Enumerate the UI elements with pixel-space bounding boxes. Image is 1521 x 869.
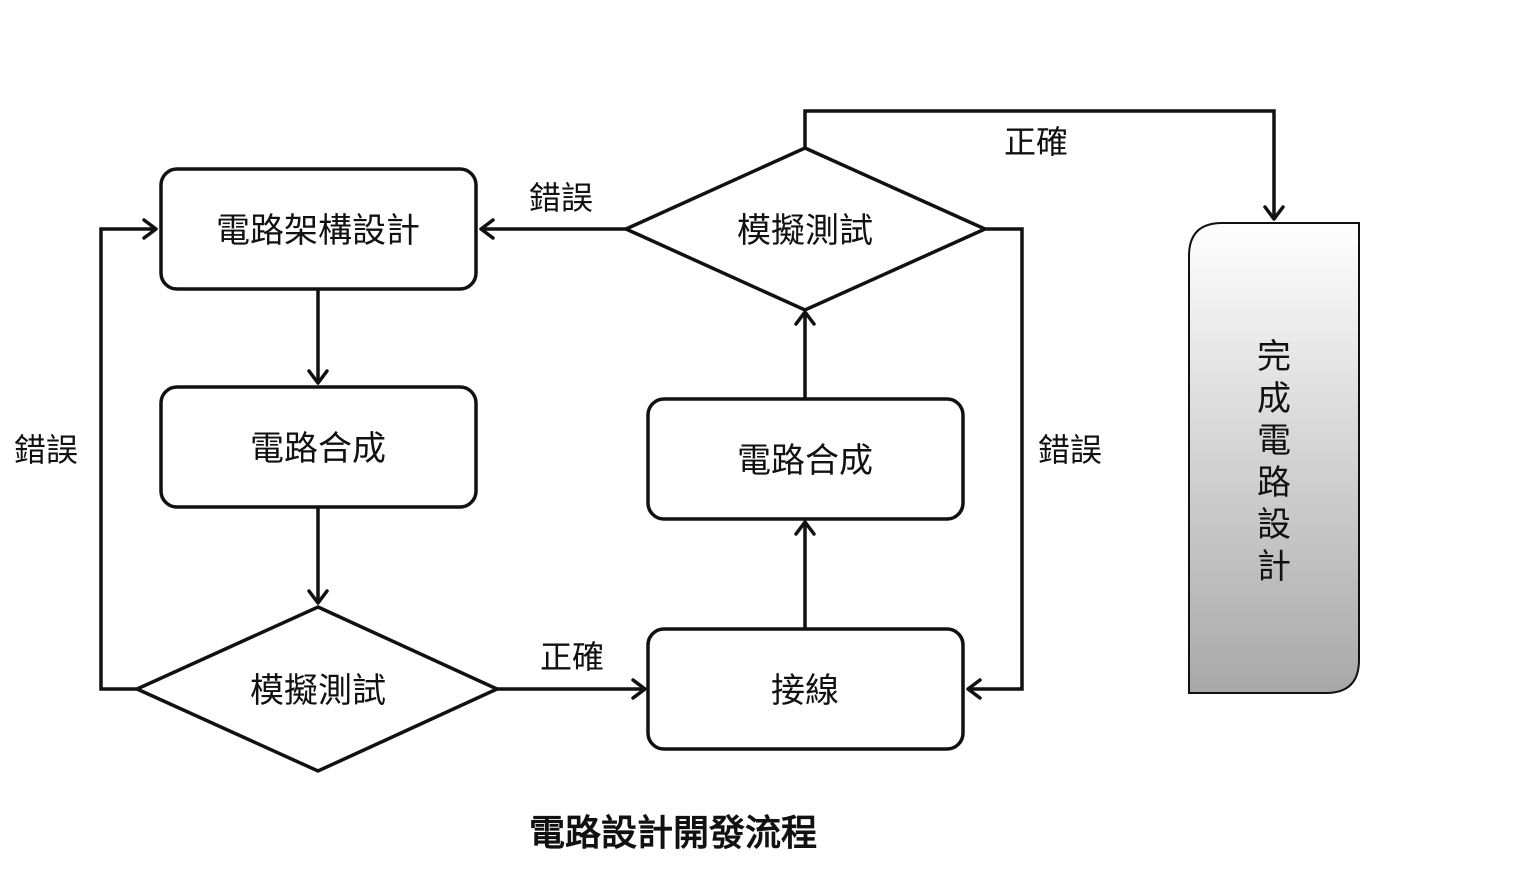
edge-label-correct-top: 正確 [1004,123,1068,161]
edge-label-error-left: 錯誤 [14,431,78,469]
edge-label-error-top: 錯誤 [529,179,593,217]
node-sim-test-left: 模擬測試 [132,605,502,773]
arrowhead [794,520,816,536]
arrowhead [142,218,158,240]
node-complete-char: 電 [1257,421,1291,461]
node-wiring-label: 接線 [771,671,839,711]
arrowhead [794,310,816,326]
diagram-caption: 電路設計開發流程 [529,812,817,854]
node-synthesis-left: 電路合成 [159,385,478,509]
node-complete-char: 計 [1257,547,1291,587]
node-arch-design-label: 電路架構設計 [216,211,420,251]
node-sim-test-right: 模擬測試 [621,146,990,312]
arrowhead [479,218,495,240]
node-complete-char: 完 [1257,337,1291,377]
edge-sim-left-error-loop [99,227,156,691]
arrowhead [631,678,647,700]
node-synthesis-left-label: 電路合成 [250,429,386,469]
edge-sim-right-correct [803,109,1276,219]
node-complete-char: 路 [1257,463,1291,503]
arrowhead [307,589,329,605]
edge-label-error-right: 錯誤 [1038,431,1102,469]
edge-sim-right-error-loop [968,227,1024,691]
arrowhead [1263,205,1285,221]
node-sim-test-left-label: 模擬測試 [250,671,386,711]
arrowhead [966,678,982,700]
node-wiring: 接線 [646,627,965,751]
edge-label-correct-bottom: 正確 [540,638,604,676]
node-complete: 完 成 電 路 設 計 [1188,222,1360,694]
node-synthesis-right-label: 電路合成 [737,441,873,481]
node-complete-char: 設 [1257,505,1291,545]
node-arch-design: 電路架構設計 [159,167,478,291]
arrowhead [307,369,329,385]
node-synthesis-right: 電路合成 [646,397,965,521]
node-sim-test-right-label: 模擬測試 [737,211,873,251]
node-complete-char: 成 [1257,379,1291,419]
